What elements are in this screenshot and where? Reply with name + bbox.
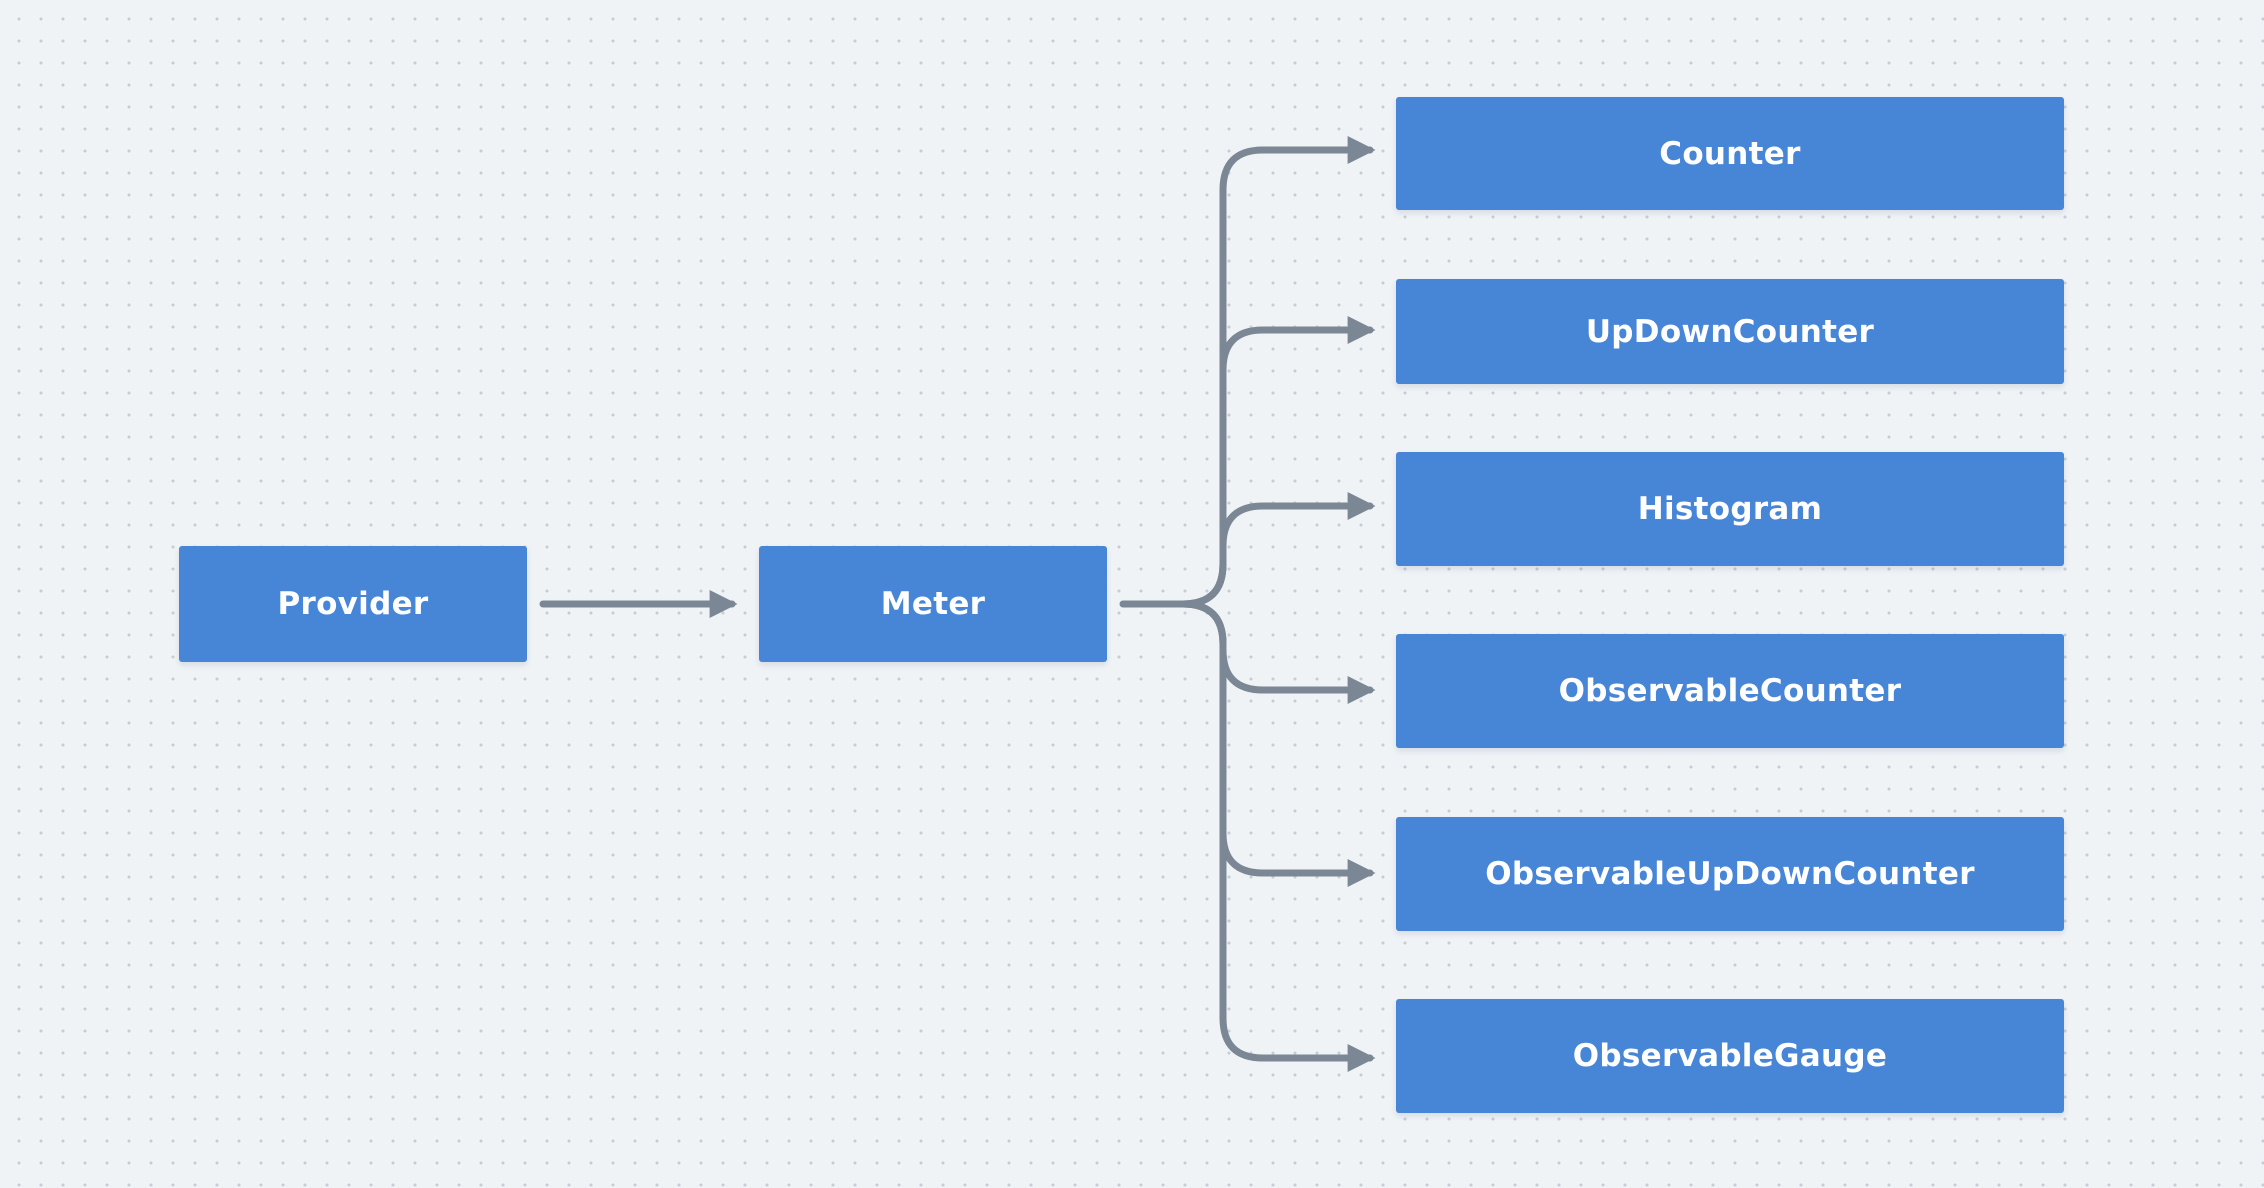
histogram-label: Histogram bbox=[1637, 491, 1823, 527]
observableupdowncounter-label: ObservableUpDownCounter bbox=[1485, 856, 1975, 892]
observablecounter-node: ObservableCounter bbox=[1396, 634, 2064, 748]
observablegauge-label: ObservableGauge bbox=[1572, 1038, 1888, 1074]
observablegauge-node: ObservableGauge bbox=[1396, 999, 2064, 1113]
edge-meter-histogram bbox=[1179, 492, 1376, 608]
edge-meter-observableupdowncounter bbox=[1179, 600, 1376, 887]
observableupdowncounter-node: ObservableUpDownCounter bbox=[1396, 817, 2064, 931]
provider-node: Provider bbox=[179, 546, 527, 662]
provider-label: Provider bbox=[277, 586, 429, 622]
meter-label: Meter bbox=[880, 586, 986, 622]
updowncounter-node: UpDownCounter bbox=[1396, 279, 2064, 384]
counter-label: Counter bbox=[1659, 135, 1801, 172]
edge-meter-updowncounter bbox=[1179, 316, 1376, 608]
edge-meter-observablegauge bbox=[1179, 600, 1376, 1072]
meter-node: Meter bbox=[759, 546, 1107, 662]
histogram-node: Histogram bbox=[1396, 452, 2064, 566]
updowncounter-label: UpDownCounter bbox=[1585, 313, 1875, 350]
observablecounter-label: ObservableCounter bbox=[1558, 673, 1902, 709]
edge-meter-counter bbox=[1119, 136, 1376, 608]
counter-node: Counter bbox=[1396, 97, 2064, 210]
